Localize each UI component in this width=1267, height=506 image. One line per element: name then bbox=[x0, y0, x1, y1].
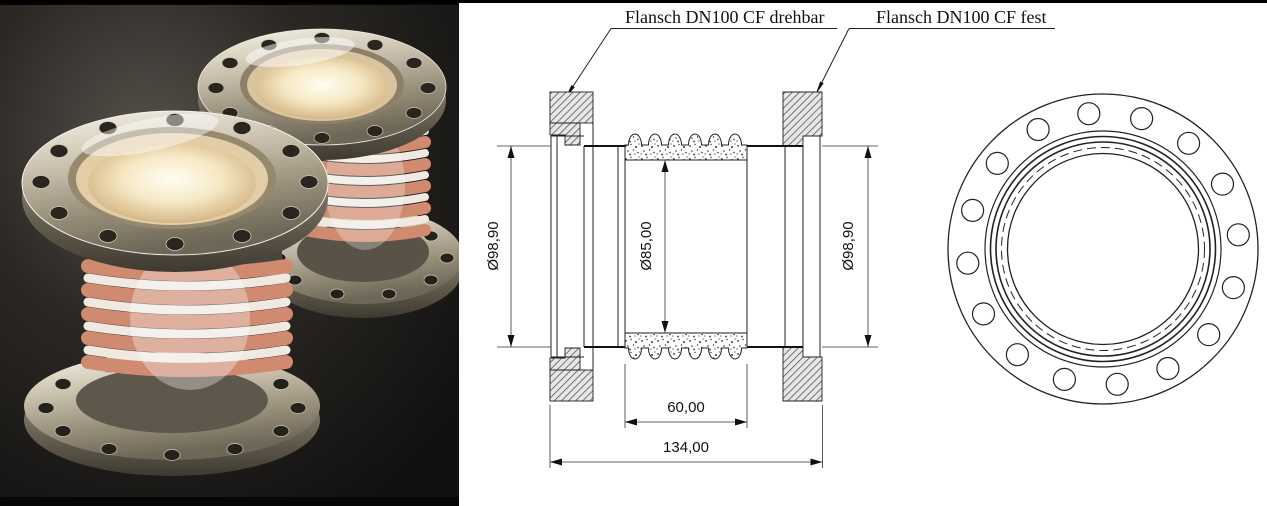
dim-inner-label: Ø85,00 bbox=[638, 221, 655, 270]
flange-outer-circle bbox=[947, 93, 1259, 405]
bore-lines bbox=[584, 145, 803, 348]
leader-arrow-right bbox=[816, 81, 824, 94]
section-view: Ø98,90 Ø85,00 Ø98,90 bbox=[485, 91, 878, 468]
dim-bellows-length-label: 60,00 bbox=[667, 399, 705, 416]
bore-circle bbox=[1006, 152, 1200, 346]
dim-overall-length: 134,00 bbox=[549, 405, 823, 468]
front-view bbox=[947, 93, 1259, 405]
dim-outer-right-label: Ø98,90 bbox=[840, 221, 857, 270]
flange-right-lines bbox=[746, 136, 821, 357]
top-rule bbox=[0, 0, 1267, 3]
flange-right-section bbox=[782, 91, 823, 402]
dim-overall-length-label: 134,00 bbox=[663, 439, 709, 456]
hidden-edge-circle bbox=[1001, 147, 1205, 351]
callout-right-label: Flansch DN100 CF fest bbox=[876, 7, 1047, 27]
dim-outer-left: Ø98,90 bbox=[485, 145, 551, 348]
photo-bottom-strip bbox=[0, 497, 459, 506]
flange-left-section bbox=[549, 91, 594, 402]
flange-left-lines bbox=[550, 123, 626, 370]
bolt-hole-circle bbox=[956, 102, 1250, 396]
dim-outer-right: Ø98,90 bbox=[822, 145, 878, 348]
dim-bellows-length: 60,00 bbox=[624, 364, 748, 428]
dim-outer-left-label: Ø98,90 bbox=[485, 221, 502, 270]
bellows-front bbox=[81, 259, 293, 377]
callout-left: Flansch DN100 CF drehbar bbox=[565, 7, 837, 98]
callout-right: Flansch DN100 CF fest bbox=[815, 7, 1055, 95]
bellows-section-bottom bbox=[624, 332, 748, 360]
product-photo bbox=[0, 0, 459, 506]
bolt-holes-front-top bbox=[31, 113, 319, 251]
callout-left-label: Flansch DN100 CF drehbar bbox=[625, 7, 824, 27]
bellows-unit-front bbox=[21, 110, 329, 476]
dim-inner: Ø85,00 bbox=[638, 160, 669, 333]
bellows-section-top bbox=[624, 133, 748, 161]
